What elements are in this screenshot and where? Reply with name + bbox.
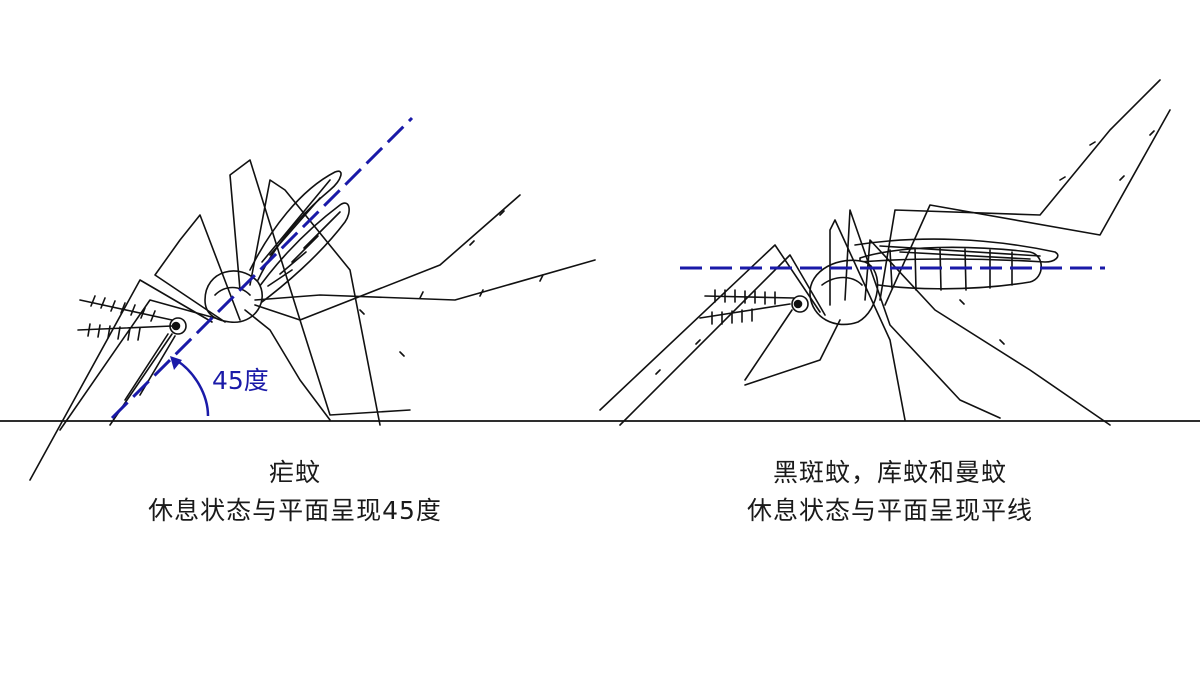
- angle-arrowhead-icon: [170, 356, 182, 370]
- angle-label: 45度: [212, 366, 269, 395]
- angle-guide-line-45: [110, 116, 414, 420]
- caption-anopheles: 疟蚊 休息状态与平面呈现45度: [80, 454, 510, 530]
- angle-arc: [175, 358, 210, 417]
- anopheles-illustration: [29, 159, 596, 481]
- caption-culex: 黑斑蚊，库蚊和曼蚊 休息状态与平面呈现平线: [690, 454, 1090, 530]
- caption-culex-posture: 休息状态与平面呈现平线: [746, 496, 1033, 525]
- culex-illustration: [599, 79, 1171, 426]
- caption-culex-species: 黑斑蚊，库蚊和曼蚊: [772, 458, 1007, 487]
- caption-anopheles-posture: 休息状态与平面呈现45度: [148, 496, 442, 525]
- caption-anopheles-species: 疟蚊: [268, 458, 321, 487]
